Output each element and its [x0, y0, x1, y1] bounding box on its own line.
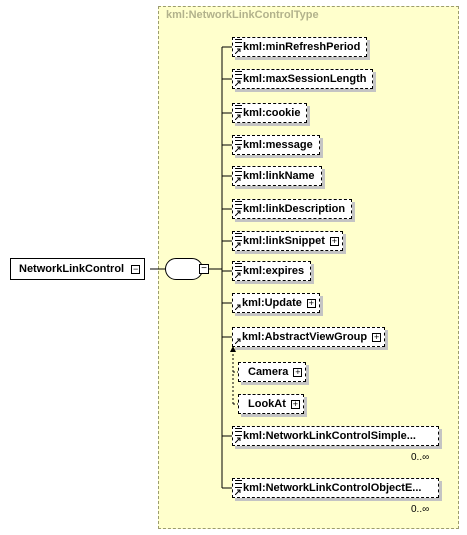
reference-arrow-icon [235, 177, 241, 183]
sequence-compositor [165, 258, 203, 280]
element-label: kml:Update [242, 297, 302, 309]
element-label: kml:linkSnippet [243, 235, 325, 247]
element-label: kml:AbstractViewGroup [242, 331, 368, 343]
content-lines-icon [235, 263, 242, 271]
content-lines-icon [235, 71, 242, 79]
element-node[interactable]: kml:cookie [232, 103, 308, 123]
complex-type-title: kml:NetworkLinkControlType [166, 9, 319, 21]
element-label: Camera [248, 366, 289, 378]
element-node[interactable]: kml:maxSessionLength [232, 69, 374, 89]
element-node[interactable]: kml:linkSnippet + [232, 231, 343, 251]
element-label: kml:linkName [243, 170, 315, 182]
reference-arrow-icon [235, 338, 241, 344]
element-node[interactable]: kml:NetworkLinkControlObjectE... [232, 478, 439, 498]
cardinality-label: 0..∞ [411, 504, 430, 515]
reference-arrow-icon [235, 114, 241, 120]
reference-arrow-icon [235, 48, 241, 54]
element-node[interactable]: kml:Update + [232, 293, 320, 313]
reference-arrow-icon [235, 304, 241, 310]
element-label: kml:linkDescription [243, 203, 346, 215]
element-label: kml:NetworkLinkControlObjectE... [243, 482, 422, 494]
element-node[interactable]: kml:linkName [232, 166, 322, 186]
cardinality-label: 0..∞ [411, 452, 430, 463]
element-node[interactable]: kml:minRefreshPeriod [232, 37, 368, 57]
expand-icon[interactable]: + [372, 332, 382, 342]
element-label: kml:message [243, 139, 313, 151]
reference-arrow-icon [235, 437, 241, 443]
element-label: kml:minRefreshPeriod [243, 41, 361, 53]
root-element-label: NetworkLinkControl [19, 263, 125, 275]
reference-arrow-icon [235, 272, 241, 278]
expand-icon[interactable]: + [329, 236, 339, 246]
content-lines-icon [235, 428, 242, 436]
element-label: kml:NetworkLinkControlSimple... [243, 430, 416, 442]
element-node[interactable]: kml:expires [232, 261, 312, 281]
content-lines-icon [235, 39, 242, 47]
element-node[interactable]: kml:AbstractViewGroup + [232, 327, 386, 347]
collapse-icon[interactable]: − [199, 264, 209, 274]
content-lines-icon [235, 168, 242, 176]
element-node[interactable]: kml:NetworkLinkControlSimple... [232, 426, 439, 446]
content-lines-icon [235, 105, 242, 113]
collapse-icon[interactable]: − [131, 264, 141, 274]
expand-icon[interactable]: + [290, 399, 300, 409]
reference-arrow-icon [235, 242, 241, 248]
element-label: kml:cookie [243, 107, 301, 119]
content-lines-icon [235, 201, 242, 209]
expand-icon[interactable]: + [306, 298, 316, 308]
element-node[interactable]: kml:linkDescription [232, 199, 353, 219]
element-label: LookAt [248, 398, 286, 410]
element-node[interactable]: kml:message [232, 135, 320, 155]
reference-arrow-icon [235, 80, 241, 86]
element-label: kml:maxSessionLength [243, 73, 367, 85]
substitution-element-node[interactable]: LookAt + [238, 394, 304, 414]
reference-arrow-icon [235, 146, 241, 152]
reference-arrow-icon [235, 489, 241, 495]
reference-arrow-icon [235, 210, 241, 216]
element-label: kml:expires [243, 265, 305, 277]
expand-icon[interactable]: + [293, 367, 303, 377]
substitution-element-node[interactable]: Camera + [238, 362, 307, 382]
root-element[interactable]: NetworkLinkControl − [10, 258, 146, 280]
content-lines-icon [235, 233, 242, 241]
content-lines-icon [235, 137, 242, 145]
content-lines-icon [235, 480, 242, 488]
